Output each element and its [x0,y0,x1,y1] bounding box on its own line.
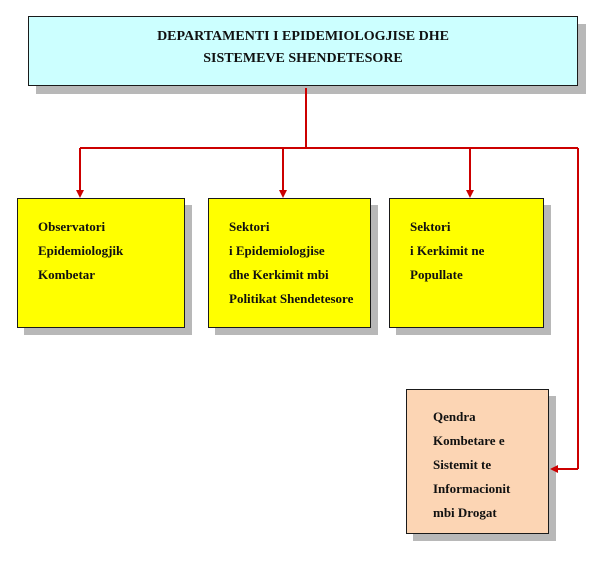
unit-label: Qendra Kombetare e Sistemit te Informaci… [433,409,511,520]
unit-box-observatori: Observatori Epidemiologjik Kombetar [17,198,185,328]
department-box: DEPARTAMENTI I EPIDEMIOLOGJISE DHE SISTE… [28,16,578,86]
unit-box-sektori-kerkimit: Sektori i Kerkimit ne Popullate [389,198,544,328]
unit-label: Observatori Epidemiologjik Kombetar [38,219,124,282]
unit-label: Sektori i Kerkimit ne Popullate [410,219,485,282]
unit-box-sektori-epidemiologjise: Sektori i Epidemiologjise dhe Kerkimit m… [208,198,371,328]
department-title-line2: SISTEMEVE SHENDETESORE [203,51,403,66]
unit-label: Sektori i Epidemiologjise dhe Kerkimit m… [229,219,354,306]
department-title-line1: DEPARTAMENTI I EPIDEMIOLOGJISE DHE [157,29,449,44]
unit-box-qendra: Qendra Kombetare e Sistemit te Informaci… [406,389,549,534]
